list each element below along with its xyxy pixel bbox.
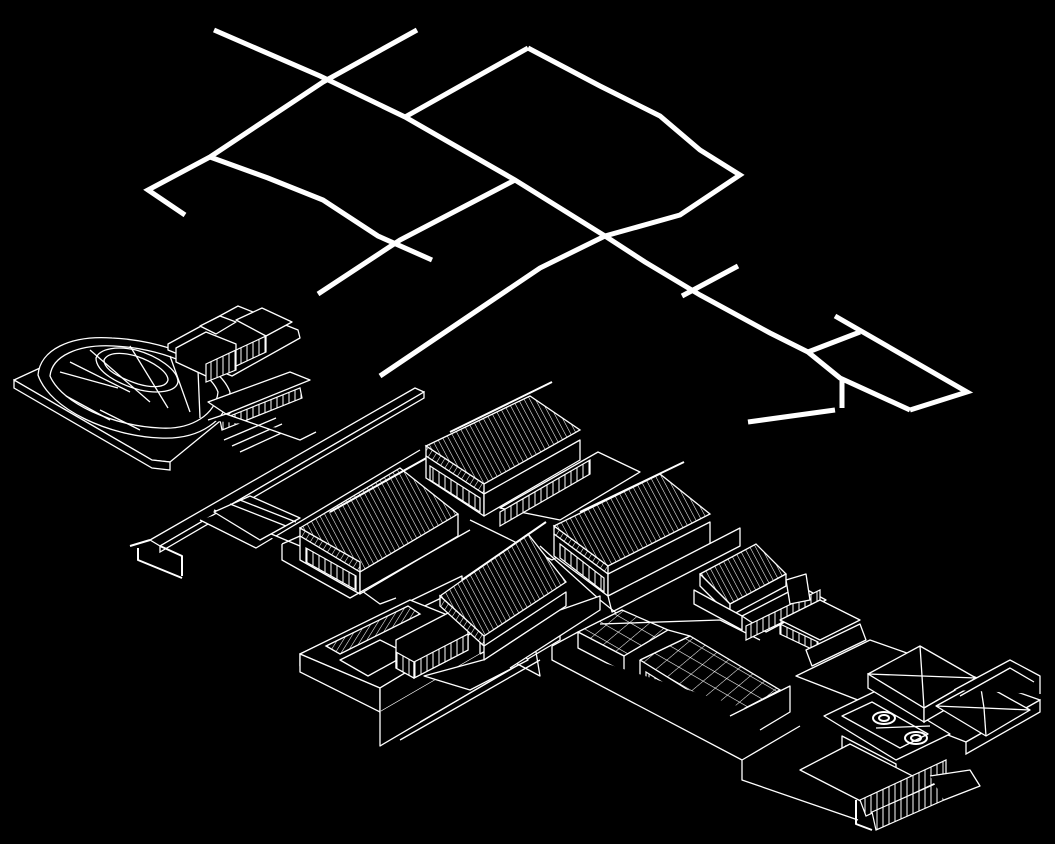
- pitched-roof-hall-2: [424, 381, 641, 561]
- west-annex-blocks: [167, 305, 317, 453]
- pitched-roof-hall-4: [438, 521, 601, 669]
- pitched-roof-hall-1: [281, 455, 471, 599]
- street-network: [143, 27, 974, 425]
- pyramid-roof-pavilion: [867, 645, 1041, 737]
- pitched-roof-hall-3: [539, 461, 741, 617]
- glass-roof-hall: [551, 609, 859, 821]
- small-pitched-roof-pavilion: [693, 543, 867, 667]
